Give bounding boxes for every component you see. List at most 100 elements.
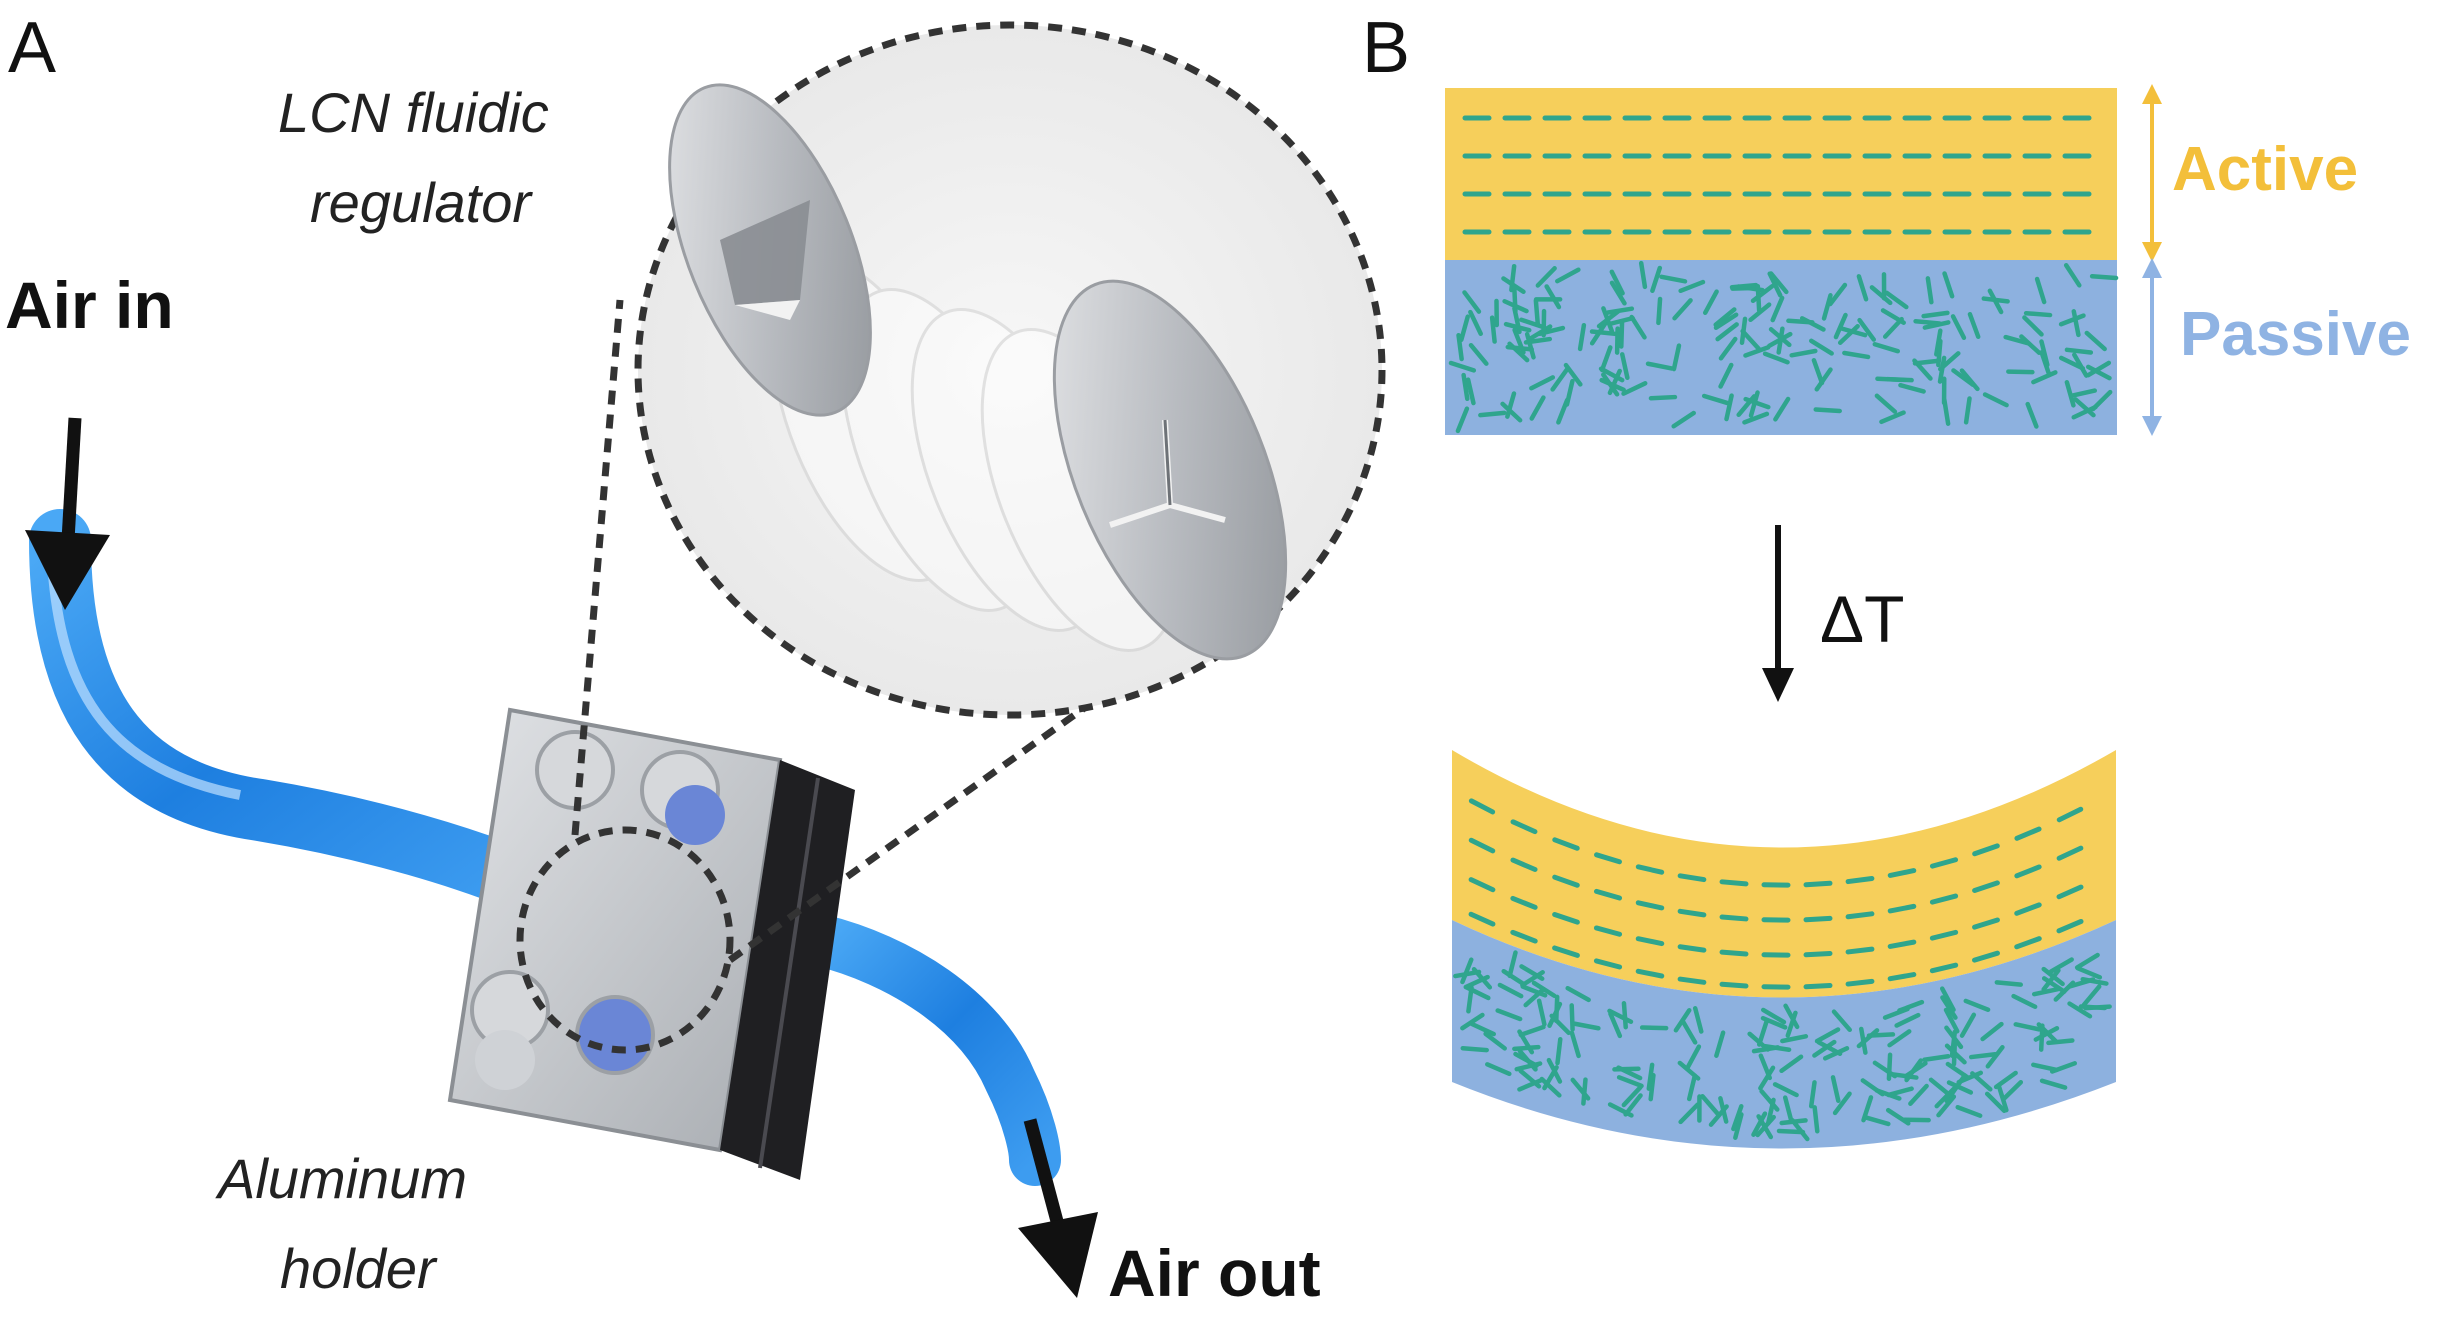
mesogen-dash <box>1601 372 1620 397</box>
mesogen-dash <box>1656 296 1663 326</box>
panel-a: A <box>5 8 1386 1310</box>
holder-label-line2: holder <box>280 1237 438 1300</box>
mesogen-dash <box>1593 888 1623 901</box>
mesogen-dash <box>1939 986 1956 1013</box>
mesogen-dash <box>1968 1051 1998 1060</box>
mesogen-dash <box>1872 342 1901 354</box>
mesogen-dash <box>1650 265 1663 294</box>
zoom-line-left <box>571 299 624 836</box>
mesogen-dash <box>1554 994 1560 1024</box>
mesogen-dash <box>1512 1044 1541 1052</box>
mesogen-dash <box>1502 299 1529 314</box>
mesogen-dash <box>2089 273 2119 281</box>
mesogen-dash <box>1638 260 1648 290</box>
mesogen-dash <box>1936 1094 1957 1118</box>
mesogen-dash <box>1980 1021 2004 1042</box>
mesogen-dash <box>1692 1006 1704 1034</box>
mesogen-dash <box>1872 1060 1898 1079</box>
mesogen-dash <box>1951 368 1976 387</box>
mesogen-dash <box>1963 998 1991 1012</box>
mesogen-dash <box>1940 995 1958 1020</box>
mesogen-dash <box>1718 336 1738 361</box>
mesogen-dash <box>1519 317 1547 330</box>
mesogen-dash <box>1659 274 1688 284</box>
mesogen-dash <box>1929 929 1959 941</box>
mesogen-dash <box>1894 1012 1921 1028</box>
mesogen-dash <box>2053 980 2076 1002</box>
mesogen-dash <box>1718 362 1734 389</box>
mesogen-dash <box>1789 348 1818 358</box>
mesogen-dash <box>1645 361 1674 371</box>
mesogen-dash <box>1572 1021 1601 1031</box>
mesogen-dash <box>1510 819 1538 835</box>
mesogen-dash <box>1762 351 1790 365</box>
mesogen-dash <box>1783 1003 1800 1030</box>
mesogen-dash <box>1929 857 1959 869</box>
mesogen-dash <box>1942 271 1955 299</box>
mesogen-dash <box>1887 903 1917 914</box>
stimulus-label: ΔT <box>1820 582 1904 656</box>
mesogen-dash <box>1677 944 1707 953</box>
mesogen-dash <box>1529 395 1546 421</box>
mesogen-dash <box>1599 345 1613 373</box>
mesogen-dash <box>1808 1080 1817 1109</box>
mesogen-dash <box>1468 342 1489 366</box>
mesogen-dash <box>1648 394 1678 401</box>
mesogen-dash <box>1601 306 1615 334</box>
mesogen-dash <box>2058 313 2086 327</box>
panel-b: B Active Passive ΔT <box>1362 8 2411 1149</box>
mesogen-dash <box>1501 968 1527 987</box>
mesogen-dash <box>1629 314 1647 340</box>
mesogen-dash <box>1814 367 1833 392</box>
mesogen-dash <box>1922 1054 1951 1062</box>
mesogen-dash <box>1701 393 1730 406</box>
mesogen-dash <box>1882 316 1904 339</box>
mesogen-dash <box>1756 1019 1769 1047</box>
mesogen-dash <box>1967 311 1981 340</box>
mesogen-dash <box>1845 946 1875 955</box>
mesogen-dash <box>1589 329 1619 337</box>
mesogen-dash <box>1936 338 1943 368</box>
air-in-arrow <box>25 417 110 610</box>
mesogen-dash <box>1904 1058 1923 1083</box>
mesogen-dash <box>2067 977 2096 989</box>
mesogen-dash <box>2014 864 2042 879</box>
mesogen-dash <box>1536 998 1547 1027</box>
mesogen-dash <box>2046 1038 2075 1046</box>
mesogen-dash <box>1685 1044 1702 1071</box>
mesogen-dash <box>1500 401 1523 423</box>
mesogen-dash <box>1767 271 1783 298</box>
mesogen-dash <box>1886 1052 1893 1081</box>
mesogen-dash <box>2025 401 2039 429</box>
mesogen-dash <box>1887 972 1917 982</box>
mesogen-dash <box>1464 985 1491 1001</box>
mesogen-dash <box>1495 1008 1523 1022</box>
mesogen-dash <box>2006 369 2035 375</box>
mesogen-dash <box>1514 1061 1543 1072</box>
mesogen-dash <box>1718 1096 1729 1124</box>
mesogen-dash <box>1510 929 1538 944</box>
mesogen-dash <box>1898 382 1926 394</box>
mesogen-dash <box>1529 375 1556 391</box>
mesogen-dash <box>1946 1080 1974 1095</box>
mesogen-dash <box>1621 1085 1643 1108</box>
mesogen-dash <box>1605 306 1635 315</box>
panel-b-label: B <box>1362 8 1410 88</box>
mesogen-dash <box>1811 357 1825 386</box>
mesogen-dash <box>1743 345 1771 358</box>
mesogen-dash <box>1565 985 1591 1003</box>
mesogen-dash <box>1812 1105 1820 1134</box>
mesogen-dash <box>2011 993 2038 1010</box>
mesogen-dash <box>1814 1027 1841 1044</box>
mesogen-dash <box>1468 309 1483 336</box>
mesogen-dash <box>1671 343 1682 372</box>
mesogen-dash <box>1751 1111 1768 1137</box>
mesogen-dash <box>1552 945 1580 958</box>
mesogen-dash <box>1700 1094 1721 1117</box>
mesogen-dash <box>1845 978 1875 987</box>
mesogen-dash <box>1507 950 1518 979</box>
mesogen-dash <box>1646 1062 1655 1091</box>
mesogen-dash <box>1763 1043 1792 1052</box>
mesogen-dash <box>2073 397 2096 418</box>
mesogen-dash <box>1869 285 1893 306</box>
